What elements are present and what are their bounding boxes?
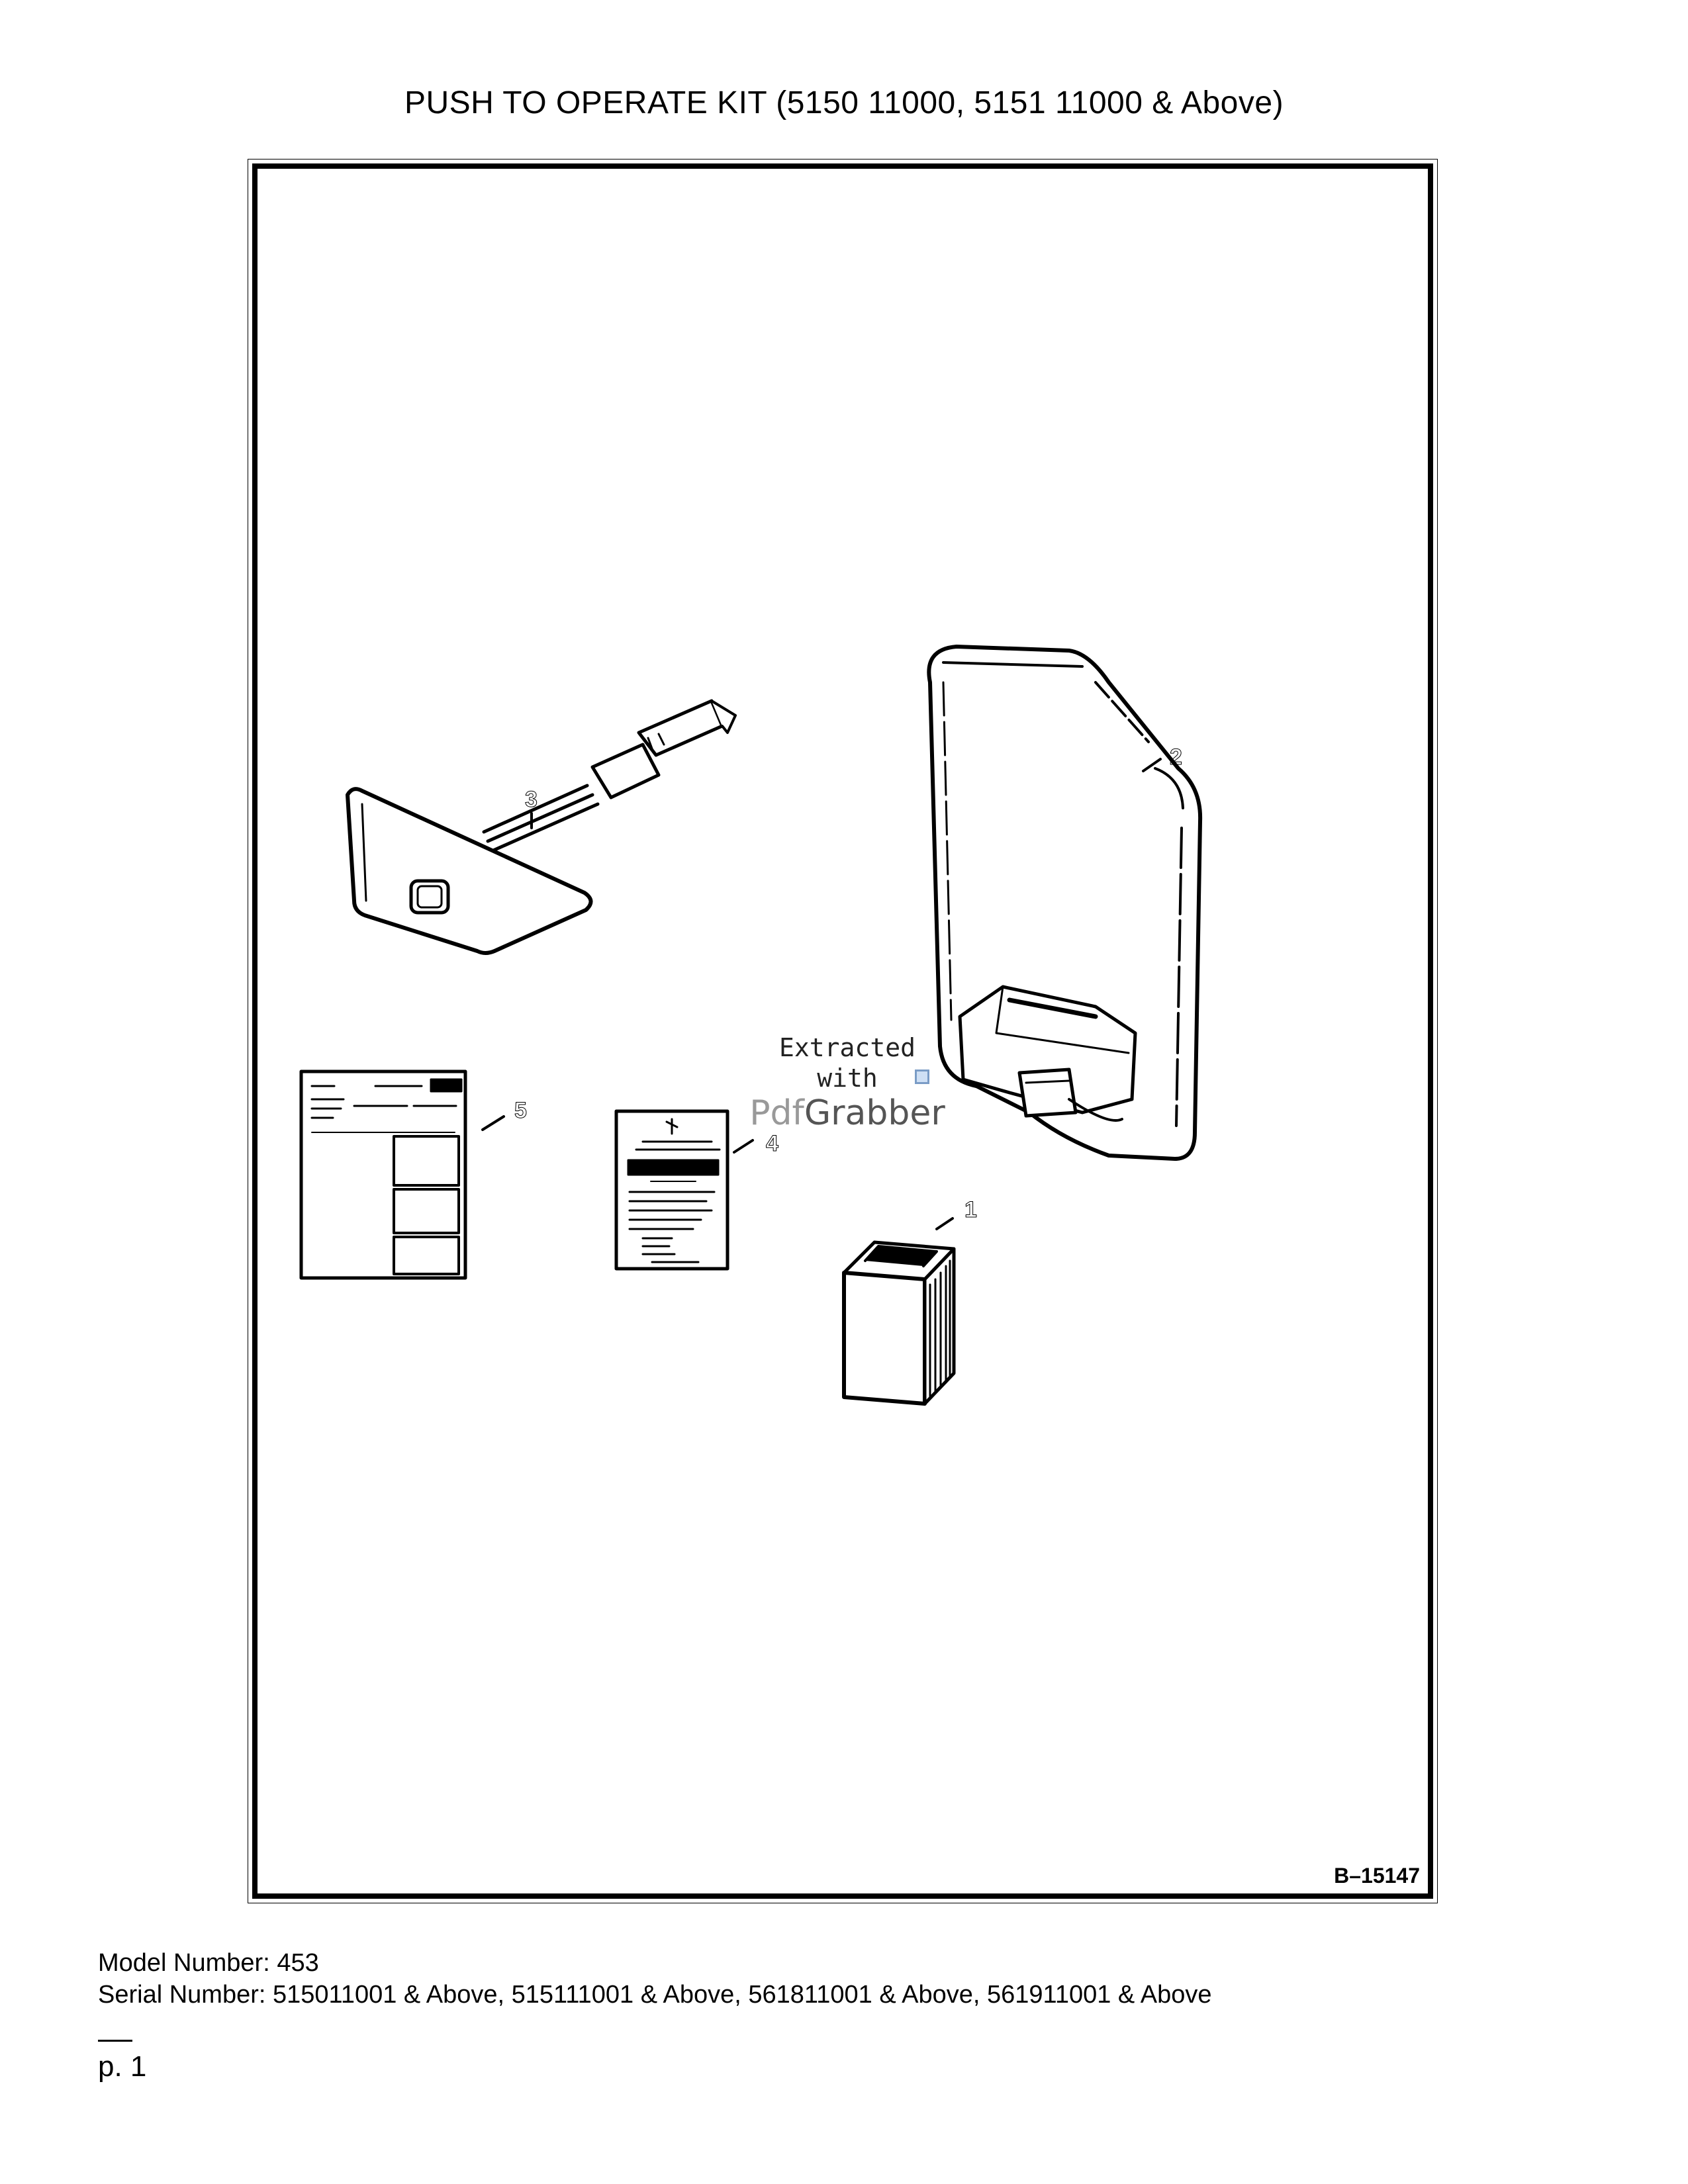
pdfgrabber-logo-icon [915,1069,929,1084]
watermark-brand-pdf: Pdf [749,1093,804,1133]
switch-plate-part [346,699,737,955]
callout-1-leader [935,1217,954,1230]
page-title: PUSH TO OPERATE KIT (5150 11000, 5151 11… [404,85,1284,120]
watermark-line-2: with [817,1064,878,1093]
watermark-brand: PdfGrabber [728,1093,966,1133]
warning-decal-part [614,1109,729,1271]
callout-1: 1 [964,1197,977,1222]
serial-number: Serial Number: 515011001 & Above, 515111… [98,1981,1212,2009]
callout-2-leader [1142,758,1162,772]
instruction-sheet-part [299,1069,467,1280]
model-number: Model Number: 453 [98,1949,319,1977]
callout-5: 5 [514,1098,527,1123]
parts-illustration: 1 2 3 4 5 [299,645,1203,1406]
callout-5-leader [481,1115,505,1131]
parts-figure: 1 2 3 4 5 B–15147 [248,159,1438,1903]
figure-code: B–15147 [1334,1864,1420,1888]
callout-4-leader [733,1139,754,1154]
callout-4: 4 [766,1131,778,1156]
pdfgrabber-watermark: Extracted with PdfGrabber [728,1032,966,1133]
model-serial-info: Model Number: 453 Serial Number: 5150110… [98,1947,1211,2011]
seat-cushion-part [927,645,1203,1161]
page-number: p. 1 [98,2050,147,2083]
callout-3: 3 [525,787,538,812]
page-rule [98,2040,132,2042]
watermark-brand-grabber: Grabber [804,1093,945,1133]
box-module-part [842,1240,956,1406]
page-number-block: p. 1 [98,2040,146,2084]
figure-border [252,163,1433,1899]
watermark-line-1: Extracted [779,1033,915,1062]
callout-2: 2 [1170,745,1182,770]
